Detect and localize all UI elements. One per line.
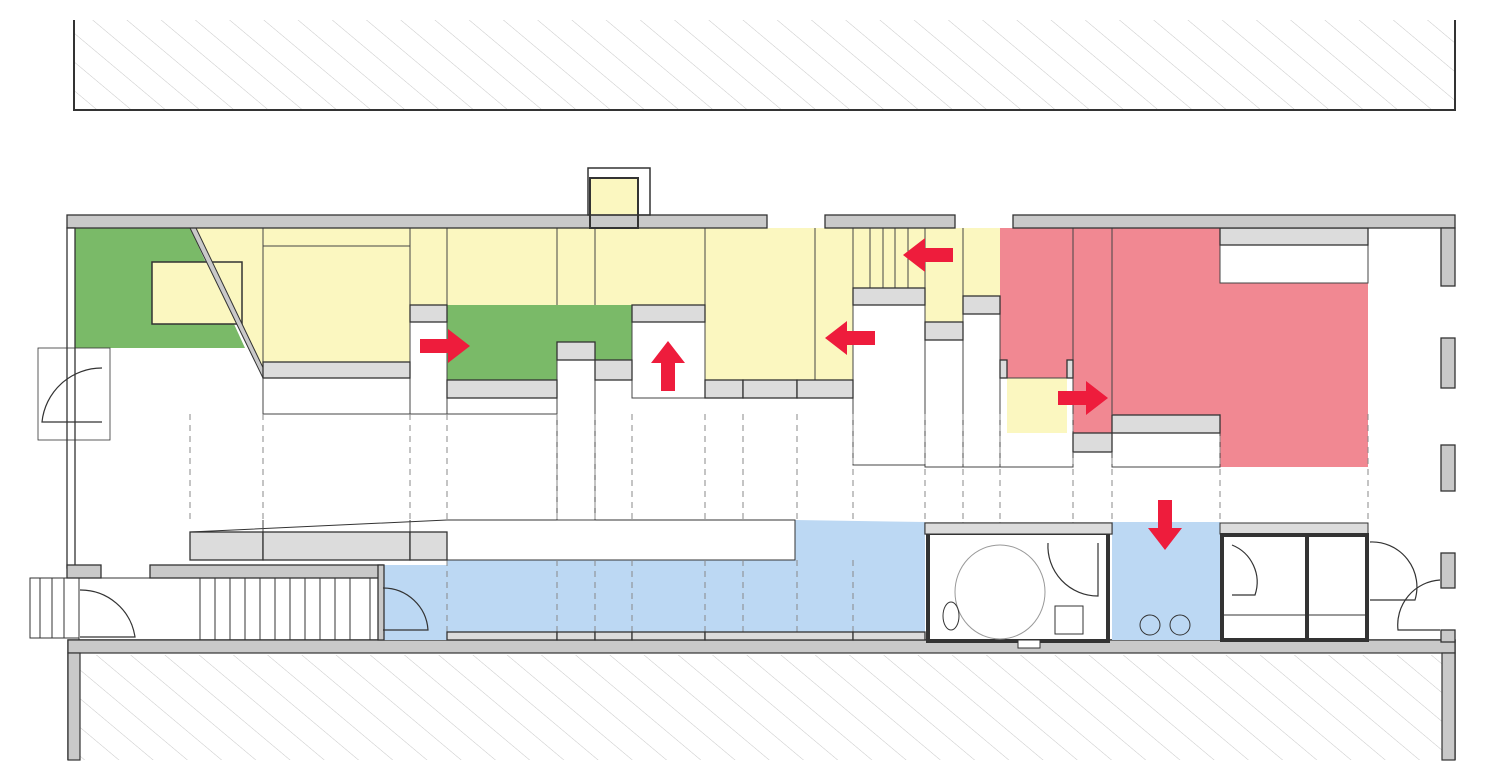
furniture-block (796, 379, 854, 399)
neighbour-building-bottom (67, 639, 1456, 761)
sink-icon (1054, 605, 1084, 635)
furniture-block (262, 531, 411, 561)
furniture-block (742, 379, 798, 399)
furniture-block (556, 341, 596, 361)
door-swing-bath (1047, 542, 1099, 597)
arrow-left-icon (825, 321, 875, 355)
bathroom (924, 522, 1369, 649)
furniture-block (1111, 414, 1221, 434)
wall-right-1 (1440, 227, 1456, 287)
walls (66, 167, 1456, 643)
neighbour-building-top (73, 20, 1456, 111)
wall-top-1 (66, 214, 768, 229)
furniture-block (999, 359, 1008, 379)
furniture-block (704, 631, 854, 641)
arrow-right-icon (1058, 381, 1108, 415)
wall-top-3 (1012, 214, 1456, 229)
furniture-block (594, 631, 633, 641)
furniture-block (409, 304, 448, 323)
arrow-right-icon (420, 329, 470, 363)
furniture-block (446, 631, 558, 641)
wall-stair-2 (149, 564, 384, 579)
wall-right-4 (1440, 552, 1456, 589)
furniture-block (1219, 227, 1369, 246)
wall-right-5 (1440, 629, 1456, 643)
furniture-block (262, 361, 411, 379)
furniture-block (594, 359, 633, 381)
furniture-block (631, 304, 706, 323)
door-swing-hall (382, 587, 429, 631)
entrance-stair (29, 577, 371, 641)
bay-window-seat (151, 261, 243, 325)
furniture-block (189, 531, 264, 561)
furniture-block (1072, 432, 1113, 453)
arrow-left-icon (903, 238, 953, 272)
furniture-block (852, 287, 926, 306)
furniture-block (631, 631, 706, 641)
furniture-block (852, 631, 926, 641)
furniture-block (962, 295, 1001, 315)
shower-icon (954, 544, 1046, 640)
door-swing-right (1369, 541, 1418, 601)
wall-stair-1 (66, 564, 102, 579)
door-swing-exit (1397, 579, 1441, 631)
chimney (587, 167, 651, 216)
furniture-block (556, 631, 596, 641)
furniture-block (704, 379, 744, 399)
stove-burner-icon (1139, 614, 1161, 636)
door-swing-entrance (79, 589, 136, 638)
projection-lines (189, 414, 1369, 632)
furniture-block (446, 379, 558, 399)
doors (37, 347, 1441, 638)
wall-left-glazing (66, 227, 76, 569)
arrow-down-icon (1148, 500, 1182, 550)
wall-right-3 (1440, 444, 1456, 492)
furniture-block (409, 531, 448, 561)
wall-stair-3 (377, 564, 385, 641)
furniture-block (1066, 359, 1074, 379)
door-swing-left (41, 367, 103, 423)
arrow-up-icon (651, 341, 685, 391)
stove-burner-icon (1169, 614, 1191, 636)
toilet-icon (942, 601, 960, 631)
furniture-block (924, 321, 964, 341)
wall-top-2 (824, 214, 956, 229)
wall-right-2 (1440, 337, 1456, 389)
circulation-arrows (420, 238, 1182, 550)
door-swing-closet (1231, 544, 1258, 596)
